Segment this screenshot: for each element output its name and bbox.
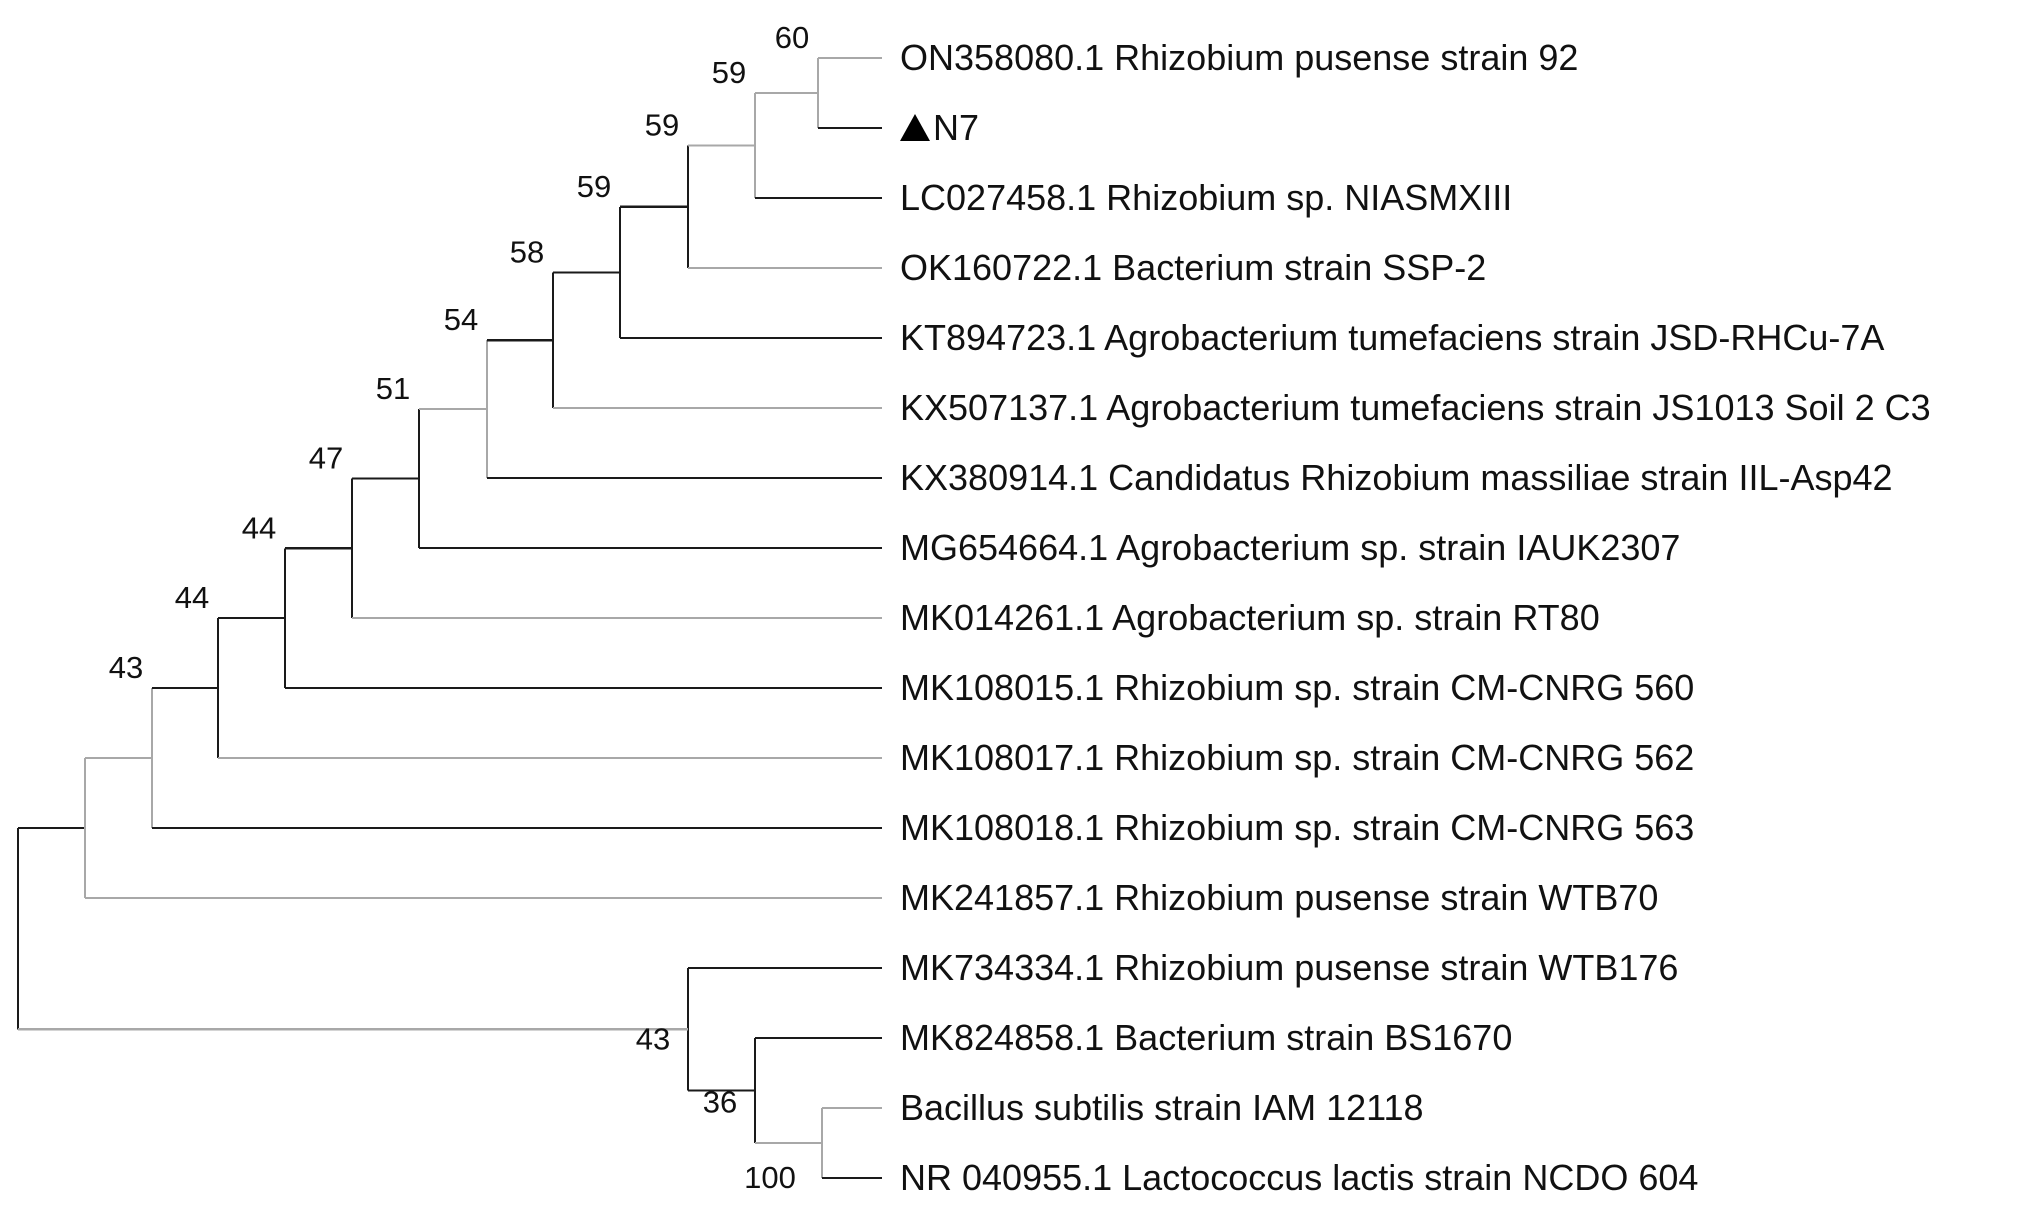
taxon-label-8: MK014261.1 Agrobacterium sp. strain RT80 (900, 597, 1600, 638)
taxon-label-7: MG654664.1 Agrobacterium sp. strain IAUK… (900, 527, 1680, 568)
support-value-n60: 60 (775, 20, 809, 55)
tree-branches (16, 56, 882, 1180)
taxon-label-0: ON358080.1 Rhizobium pusense strain 92 (900, 37, 1578, 78)
taxon-label-1: N7 (933, 107, 979, 148)
support-value-n59b: 59 (645, 108, 679, 143)
support-value-n59a: 59 (712, 55, 746, 90)
support-value-n54: 54 (444, 302, 478, 337)
taxon-label-14: MK824858.1 Bacterium strain BS1670 (900, 1017, 1512, 1058)
taxon-label-12: MK241857.1 Rhizobium pusense strain WTB7… (900, 877, 1658, 918)
taxon-label-9: MK108015.1 Rhizobium sp. strain CM-CNRG … (900, 667, 1694, 708)
taxon-label-4: KT894723.1 Agrobacterium tumefaciens str… (900, 317, 1884, 358)
taxon-label-11: MK108018.1 Rhizobium sp. strain CM-CNRG … (900, 807, 1694, 848)
support-value-n43b: 43 (636, 1021, 670, 1056)
support-value-n58: 58 (510, 234, 544, 269)
support-value-n51: 51 (376, 371, 410, 406)
taxon-label-3: OK160722.1 Bacterium strain SSP-2 (900, 247, 1486, 288)
taxon-label-5: KX507137.1 Agrobacterium tumefaciens str… (900, 387, 1931, 428)
taxon-labels: ON358080.1 Rhizobium pusense strain 92 N7… (900, 37, 1931, 1198)
support-value-n100: 100 (744, 1160, 796, 1195)
support-value-n47: 47 (309, 441, 343, 476)
taxon-label-16: NR 040955.1 Lactococcus lactis strain NC… (900, 1157, 1698, 1198)
support-value-n43a: 43 (109, 650, 143, 685)
taxon-label-2: LC027458.1 Rhizobium sp. NIASMXIII (900, 177, 1512, 218)
support-value-n36: 36 (703, 1085, 737, 1120)
support-values: 60 59 59 59 58 54 51 47 44 44 43 100 36 43 (109, 20, 809, 1195)
taxon-label-15: Bacillus subtilis strain IAM 12118 (900, 1087, 1424, 1128)
triangle-marker-icon (900, 114, 930, 141)
support-value-n44b: 44 (175, 580, 209, 615)
support-value-n44a: 44 (242, 510, 276, 545)
support-value-n59c: 59 (577, 169, 611, 204)
taxon-label-13: MK734334.1 Rhizobium pusense strain WTB1… (900, 947, 1678, 988)
taxon-label-6: KX380914.1 Candidatus Rhizobium massilia… (900, 457, 1893, 498)
taxon-label-10: MK108017.1 Rhizobium sp. strain CM-CNRG … (900, 737, 1694, 778)
